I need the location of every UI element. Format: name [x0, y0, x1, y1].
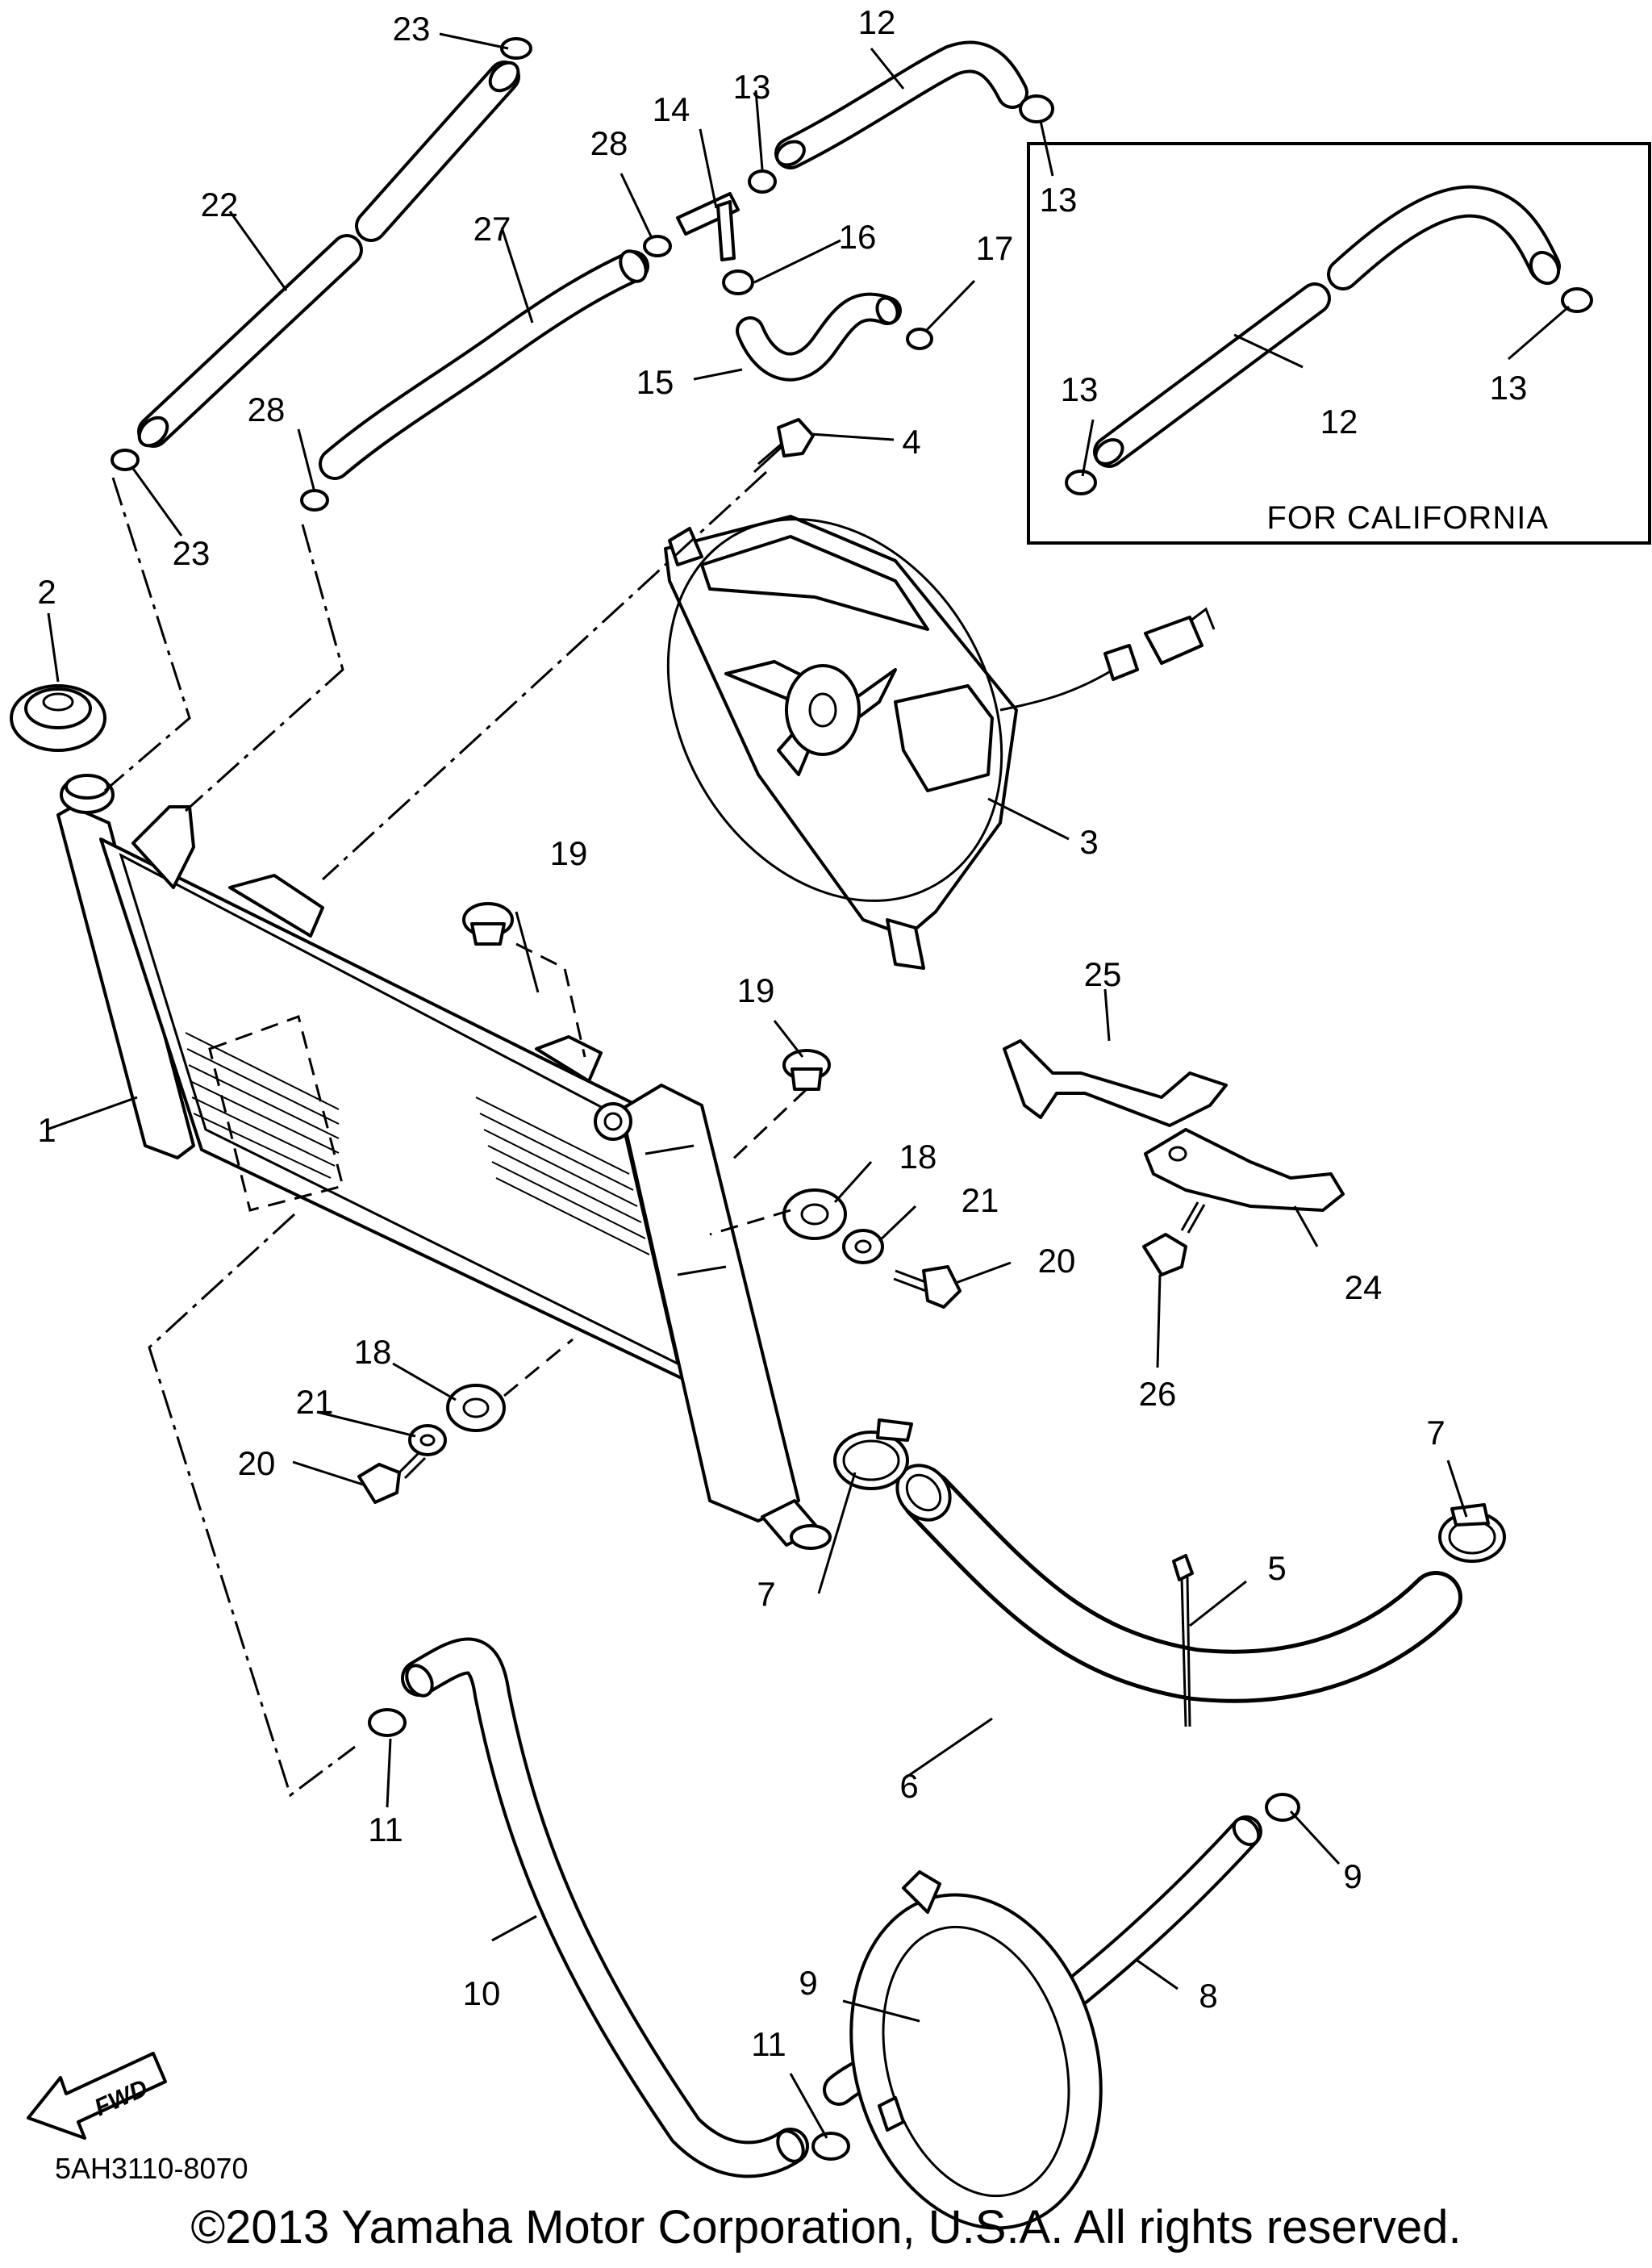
callout-1: 1: [37, 1111, 56, 1149]
callout-28-upper: 28: [590, 124, 628, 162]
callout-18-left: 18: [354, 1333, 392, 1371]
callout-20-right: 20: [1038, 1242, 1076, 1280]
collar-19-left[interactable]: [462, 902, 514, 946]
bracket-24[interactable]: [1144, 1128, 1345, 1212]
callout-15: 15: [636, 363, 674, 401]
callout-6: 6: [899, 1767, 918, 1805]
forward-direction-arrow: FWD: [27, 2052, 167, 2140]
callout-23-lower: 23: [173, 534, 211, 572]
bolt-20-left[interactable]: [357, 1451, 427, 1504]
washer-21-left[interactable]: [408, 1424, 447, 1456]
california-variant-box: 13 12 13 FOR CALIFORNIA: [1027, 142, 1651, 545]
hose-15[interactable]: [736, 292, 902, 382]
fitting-16[interactable]: [722, 269, 754, 295]
callout-21-right: 21: [962, 1181, 999, 1219]
callout-5: 5: [1267, 1549, 1286, 1587]
leader-lines: [46, 32, 1468, 2139]
hose-clamp-9-upper[interactable]: [1265, 1793, 1300, 1822]
hose-clamp-28-lower[interactable]: [300, 489, 329, 512]
hose-clamp-7-left[interactable]: [833, 1418, 913, 1490]
callout-19-right: 19: [737, 971, 775, 1009]
california-callout-12: 12: [1320, 403, 1358, 441]
callout-7-right: 7: [1426, 1414, 1445, 1451]
water-pump: [849, 1870, 1103, 2230]
hose-12[interactable]: [773, 40, 1028, 170]
fan-assembly[interactable]: [601, 458, 1216, 970]
radiator[interactable]: [56, 774, 832, 1550]
callout-11-upper: 11: [368, 1811, 403, 1848]
callout-11-lower: 11: [751, 2025, 786, 2063]
hose-clamp-11-upper[interactable]: [368, 1708, 407, 1737]
copyright-notice: ©2013 Yamaha Motor Corporation, U.S.A. A…: [190, 2201, 1462, 2253]
overflow-hose-27[interactable]: [319, 247, 651, 480]
radiator-fins: [185, 1032, 650, 1255]
california-caption: FOR CALIFORNIA: [1266, 500, 1549, 536]
radiator-hose-6[interactable]: [886, 1455, 1462, 1703]
hose-clamp-11-lower[interactable]: [811, 2132, 850, 2161]
callout-17: 17: [976, 229, 1014, 267]
radiator-hose-10[interactable]: [401, 1637, 809, 2178]
callout-12: 12: [858, 3, 896, 41]
callout-22: 22: [201, 186, 239, 223]
callout-2: 2: [37, 573, 56, 611]
hose-clamp-23-lower[interactable]: [111, 449, 140, 471]
callout-7-left: 7: [757, 1575, 775, 1613]
callout-13-left: 13: [733, 68, 771, 106]
hose-clamp-23-upper[interactable]: [500, 37, 532, 60]
callout-18-right: 18: [899, 1138, 937, 1176]
bolt-4[interactable]: [753, 418, 815, 474]
callout-13-right: 13: [1040, 181, 1078, 219]
callout-9-lower: 9: [799, 1964, 817, 2002]
california-callout-13-left: 13: [1061, 370, 1099, 408]
callout-19-left: 19: [550, 834, 588, 872]
callout-27: 27: [473, 210, 511, 248]
radiator-cap[interactable]: [10, 684, 106, 752]
callout-10: 10: [463, 1974, 501, 2012]
cable-tie-5[interactable]: [1172, 1554, 1194, 1727]
callout-14: 14: [653, 90, 690, 128]
callouts: 1 2 3 4 5 6 7 7 8 9 9 10 11 11 12 13 13 …: [37, 3, 1445, 2063]
callout-23-upper: 23: [393, 10, 431, 48]
callout-20-left: 20: [238, 1444, 276, 1482]
callout-3: 3: [1079, 823, 1098, 861]
callout-8: 8: [1199, 1977, 1217, 2015]
hose-clamp-28-upper[interactable]: [643, 235, 672, 257]
hose-clamp-17[interactable]: [906, 328, 933, 350]
callout-25: 25: [1084, 955, 1122, 993]
callout-28-lower: 28: [248, 391, 286, 428]
washer-21-right[interactable]: [842, 1229, 884, 1264]
callout-21-left: 21: [296, 1383, 334, 1421]
breather-hose-22[interactable]: [134, 57, 524, 451]
callout-24: 24: [1345, 1268, 1383, 1306]
california-callout-13-right: 13: [1490, 369, 1528, 407]
california-clamp-13-right[interactable]: [1561, 287, 1593, 313]
pipe-14[interactable]: [676, 192, 740, 261]
callout-26: 26: [1139, 1375, 1177, 1413]
bolt-26[interactable]: [1142, 1201, 1206, 1276]
collar-19-right[interactable]: [782, 1049, 831, 1091]
callout-16: 16: [839, 218, 877, 256]
hose-clamp-7-right[interactable]: [1438, 1503, 1506, 1563]
california-clamp-13-left[interactable]: [1065, 470, 1097, 495]
hose-clamp-13-lower[interactable]: [748, 169, 777, 194]
assembly-lines: [104, 470, 808, 1798]
grommet-18-left[interactable]: [446, 1384, 506, 1432]
grommet-18-right[interactable]: [782, 1188, 847, 1240]
california-hose-12[interactable]: [1091, 185, 1564, 469]
callout-4: 4: [902, 423, 920, 461]
bracket-25[interactable]: [1003, 1039, 1228, 1127]
bolt-20-right[interactable]: [893, 1265, 962, 1309]
drawing-code: 5AH3110-8070: [55, 2152, 248, 2185]
hose-clamp-13-upper[interactable]: [1019, 94, 1054, 123]
callout-9-right: 9: [1343, 1857, 1362, 1895]
